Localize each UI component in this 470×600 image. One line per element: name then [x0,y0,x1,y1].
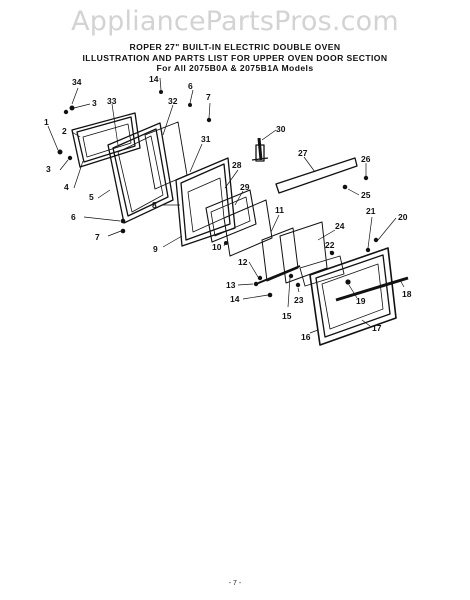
callout-19: 19 [356,296,366,306]
callout-21: 21 [366,206,376,216]
callout-26: 26 [361,154,371,164]
callout-22: 22 [325,240,335,250]
part-27-strip [275,157,358,194]
callout-10: 10 [212,242,222,252]
callout-7: 7 [95,232,100,242]
callout-15: 15 [282,311,292,321]
callout-31: 31 [201,134,211,144]
callout-3b: 3 [46,164,51,174]
part-28-frame [205,189,257,243]
part-33-inner-frame [107,122,174,224]
callout-14: 14 [230,294,240,304]
callout-23: 23 [294,295,304,305]
callout-4: 4 [64,182,69,192]
title-line-2: ILLUSTRATION AND PARTS LIST FOR UPPER OV… [82,53,388,63]
callout-27: 27 [298,148,308,158]
callout-24: 24 [335,221,345,231]
page-number: - 7 - [228,580,242,587]
callout-30: 30 [276,124,286,134]
callout-28: 28 [232,160,242,170]
callout-34: 34 [72,77,82,87]
watermark: AppliancePartsPros.com [71,6,399,37]
callout-29: 29 [240,182,250,192]
callout-33: 33 [107,96,117,106]
callout-32: 32 [168,96,178,106]
callout-16: 16 [301,332,311,342]
part-30-handle [251,137,269,162]
callout-2: 2 [62,126,67,136]
callout-6: 6 [71,212,76,222]
callout-14b: 14 [149,74,159,84]
callout-18: 18 [402,289,412,299]
callout-20: 20 [398,212,408,222]
callout-12: 12 [238,257,248,267]
callout-3: 3 [92,98,97,108]
callout-5: 5 [89,192,94,202]
callout-25: 25 [361,190,371,200]
callout-17: 17 [372,323,382,333]
callout-11: 11 [275,205,284,215]
part-29-glass [223,199,273,257]
callout-6b: 7 [206,92,211,102]
part-24-glass [279,221,328,284]
callout-7b: 6 [188,81,193,91]
part-16-outer-door [309,247,397,346]
title-line-1: ROPER 27" BUILT-IN ELECTRIC DOUBLE OVEN [129,42,341,52]
callout-9: 9 [153,244,158,254]
title-line-3: For All 2075B0A & 2075B1A Models [156,63,314,73]
part-11-glass [261,227,299,282]
callout-13: 13 [226,280,236,290]
callout-1: 1 [44,117,49,127]
callout-8: 8 [152,200,157,210]
